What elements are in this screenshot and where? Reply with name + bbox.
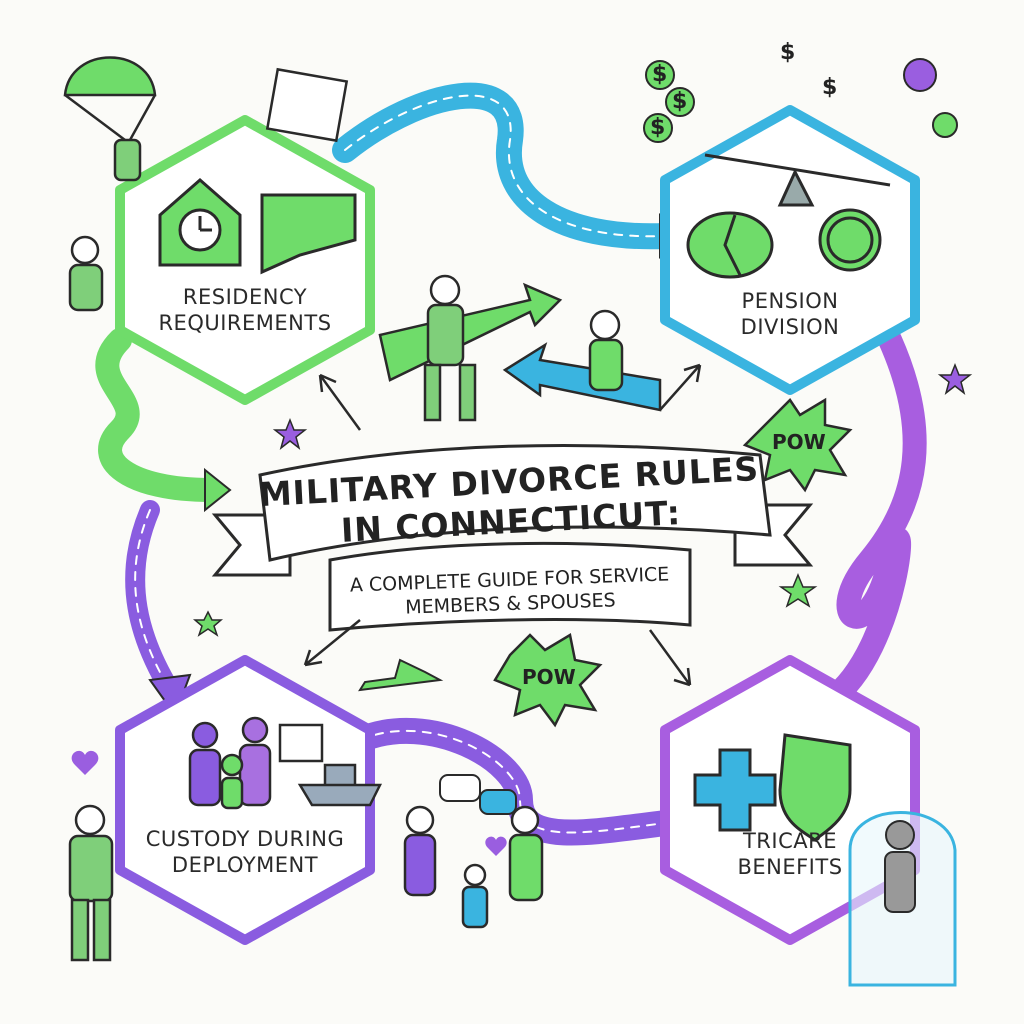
dollar-sign: $: [650, 115, 666, 140]
piggy-bank-icon: [686, 211, 774, 279]
house-clock-icon: [158, 178, 242, 267]
star-icon-green: [192, 573, 818, 637]
heart-icon: [485, 836, 507, 856]
dollar-sign: $: [780, 40, 796, 65]
heart-icon: [71, 750, 99, 775]
calendar-icon-custody: [278, 723, 324, 763]
gear-icon: [903, 58, 958, 138]
section-label-custody: CUSTODY DURING DEPLOYMENT: [145, 827, 345, 877]
spouse-figure: [588, 309, 624, 392]
dollar-coins-icon: [643, 60, 695, 143]
hexagon-residency[interactable]: [115, 115, 375, 405]
arrowhead-green: [204, 467, 232, 513]
pow-text-1: POW: [772, 430, 826, 454]
scales-coin-icon: [818, 208, 882, 272]
blue-road: [332, 82, 678, 250]
banner-ribbon: [211, 443, 814, 632]
soldier-figure: [423, 274, 477, 422]
purple-road-left: [125, 500, 180, 700]
bottom-family-figures: [403, 805, 544, 929]
section-label-residency: RESIDENCY REQUIREMENTS: [158, 285, 332, 335]
medical-cross-icon: [693, 748, 777, 832]
connecticut-map-icon: [260, 193, 357, 275]
airplane-icon: [358, 658, 444, 692]
ship-icon: [297, 763, 383, 807]
dollar-sign: $: [652, 62, 668, 87]
dollar-sign: $: [672, 89, 688, 114]
pow-text-2: POW: [522, 665, 576, 689]
family-icon: [188, 716, 272, 810]
seesaw-icon: [704, 153, 891, 207]
parachute-icon: [63, 56, 157, 182]
dollar-sign: $: [822, 75, 838, 100]
blue-arrow-left: [502, 342, 662, 412]
green-arrow-up: [378, 282, 563, 382]
green-road: [95, 328, 222, 502]
calendar-icon: [265, 67, 349, 143]
section-label-tricare: TRICARE BENEFITS: [737, 829, 843, 879]
section-label-pension: PENSION DIVISION: [740, 289, 840, 339]
shield-family-icon: [778, 733, 852, 842]
person-in-dome: [884, 820, 916, 913]
star-icon: [272, 362, 973, 450]
pow-burst-1: [742, 397, 853, 493]
purple-road-right: [818, 328, 927, 712]
speech-bubbles-icon: [439, 774, 517, 815]
soldier-pointing: [68, 235, 104, 312]
pointer-arrows: [303, 363, 702, 687]
soldier-waving: [68, 804, 114, 962]
pow-burst-2: [493, 633, 603, 728]
